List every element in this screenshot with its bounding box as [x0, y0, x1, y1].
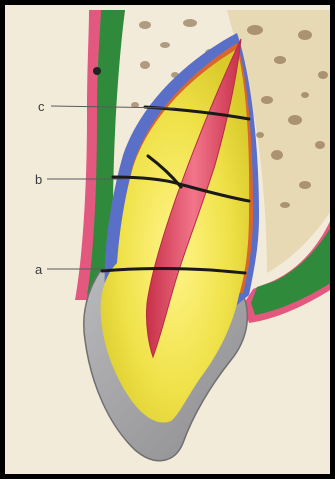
label-c: c — [38, 99, 45, 114]
label-a: a — [35, 262, 43, 277]
label-b: b — [35, 172, 42, 187]
gingiva-mark — [93, 67, 101, 75]
tooth-cross-section-diagram: c b a — [5, 5, 335, 479]
